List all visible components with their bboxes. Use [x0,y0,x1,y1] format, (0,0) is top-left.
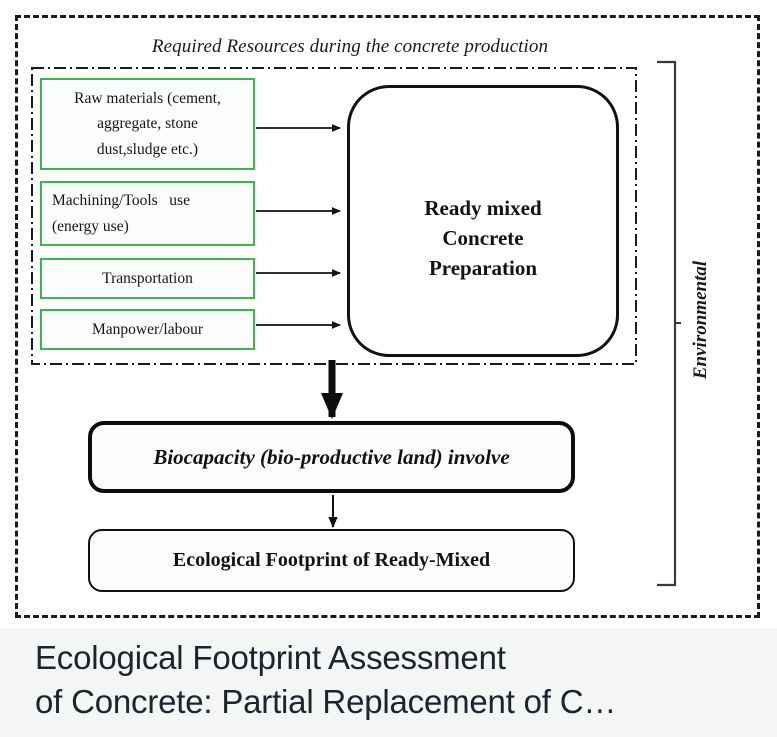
caption-strip: Ecological Footprint Assessment of Concr… [0,628,777,737]
biocapacity-box[interactable]: Biocapacity (bio-productive land) involv… [88,421,575,493]
process-box-line: Ready mixed [424,196,542,221]
required-resources-label: Required Resources during the concrete p… [151,36,549,57]
resource-label-line: dust,sludge etc.) [96,140,199,158]
caption-title[interactable]: Ecological Footprint Assessment of Concr… [35,636,755,723]
environmental-label: Environmental [690,260,711,380]
environmental-bracket [657,60,681,587]
process-box-ready-mixed-concrete-preparation[interactable]: Ready mixed Concrete Preparation [347,85,619,357]
resource-label-line: Machining/Tools use [52,192,190,210]
caption-line-2: of Concrete: Partial Replacement of C… [35,682,617,720]
process-box-line: Preparation [428,255,538,280]
ecological-footprint-box[interactable]: Ecological Footprint of Ready-Mixed [88,529,575,592]
required-resources-boundary [31,67,637,365]
resource-label-line: Raw materials (cement, [74,90,221,108]
process-box-line: Concrete [442,226,524,251]
resource-label-line: (energy use) [52,217,129,235]
resource-box-manpower-labour[interactable]: Manpower/labour [40,309,255,350]
resource-label-line: Manpower/labour [91,320,204,338]
resource-label-line: aggregate, stone [97,115,198,133]
biocapacity-label: Biocapacity (bio-productive land) involv… [153,444,510,469]
ecological-footprint-label: Ecological Footprint of Ready-Mixed [172,549,491,571]
caption-line-1: Ecological Footprint Assessment [35,639,506,676]
process-box-text: Ready mixed Concrete Preparation [424,194,541,283]
resource-box-machining-tools[interactable]: Machining/Tools use (energy use) [40,181,255,246]
resource-label-line: Transportation [102,269,193,287]
resource-box-raw-materials[interactable]: Raw materials (cement, aggregate, stone … [40,78,255,170]
resource-box-transportation[interactable]: Transportation [40,258,255,299]
